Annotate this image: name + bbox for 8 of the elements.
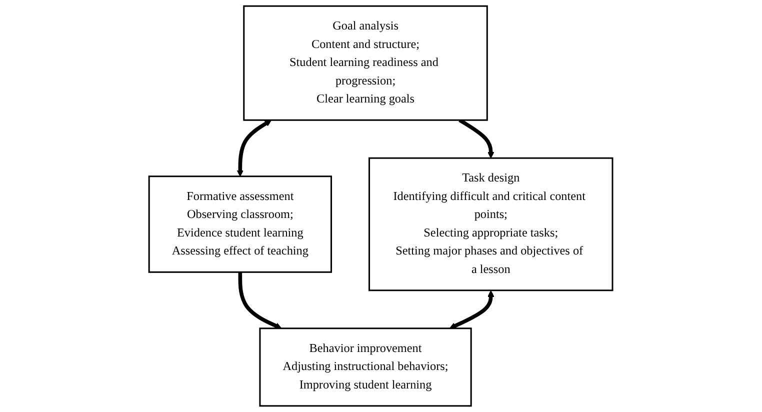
- node-box: Behavior improvement Adjusting instructional behaviors; Improving student learning: [259, 328, 472, 407]
- node-box: Formative assessment Observing classroom; Evidence student learning Assessing effect of teaching: [148, 176, 332, 273]
- arrow: [450, 290, 494, 329]
- node-box: Task design Identifying difficult and critical content points; Selecting appropriate tasks; Setting major phases and objectives of a lesson: [368, 157, 614, 292]
- arrow: [238, 272, 282, 329]
- arrow: [458, 118, 494, 158]
- node-box: Goal analysis Content and structure; Student learning readiness and progression; Clear learning goals: [243, 5, 488, 121]
- arrow: [237, 120, 272, 177]
